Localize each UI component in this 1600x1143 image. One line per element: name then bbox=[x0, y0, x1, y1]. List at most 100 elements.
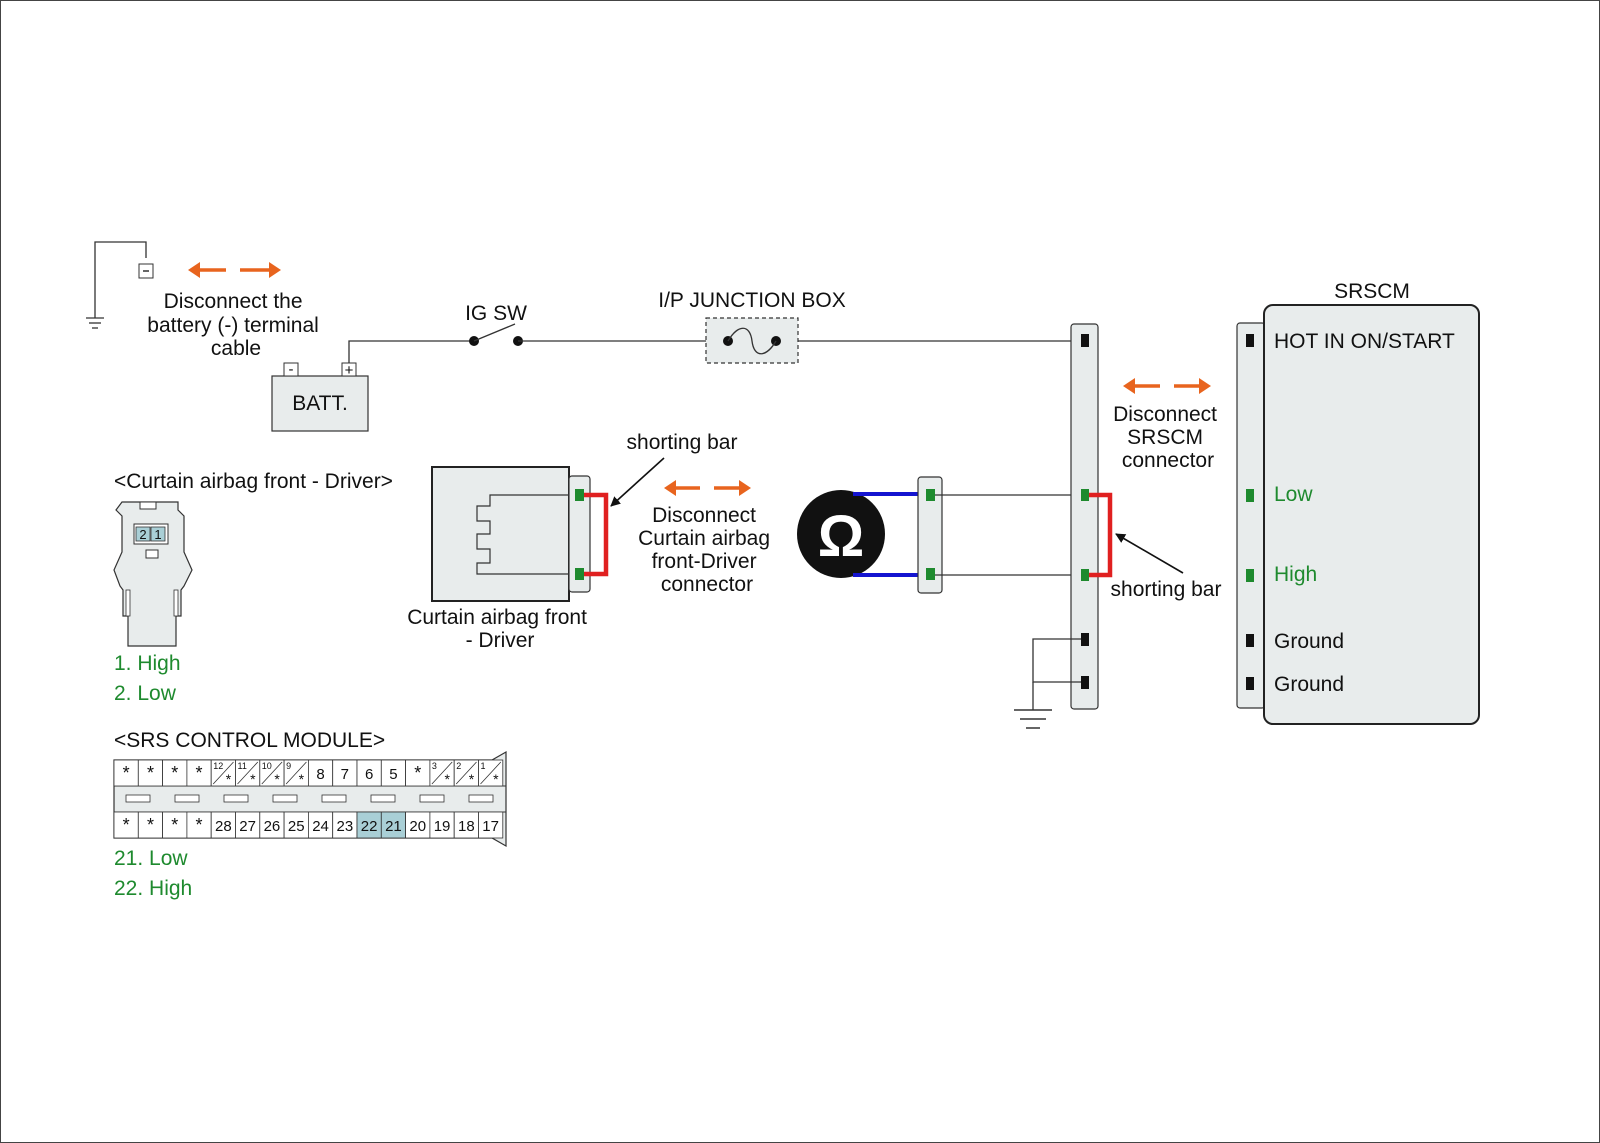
srs-pin-star: * bbox=[469, 771, 475, 787]
curtain-connector-half bbox=[568, 475, 591, 593]
srs-pin-label: * bbox=[171, 815, 178, 835]
srs-pin-label: 11 bbox=[238, 761, 247, 771]
srscm-disconnect-text: Disconnect SRSCM connector bbox=[1113, 403, 1223, 472]
srscm-harness-connector bbox=[1070, 323, 1113, 710]
srs-pin-label: 28 bbox=[215, 818, 232, 835]
srs-pin-high: 22. High bbox=[114, 877, 192, 900]
srscm-body bbox=[1263, 304, 1480, 725]
srs-pin-label: 3 bbox=[432, 761, 437, 771]
curtain-pin-2-label: 2 bbox=[139, 527, 146, 542]
curtain-pin-high: 1. High bbox=[114, 652, 181, 675]
srs-pin-label: 23 bbox=[337, 818, 354, 835]
srs-pin-cell bbox=[186, 759, 212, 787]
srs-pin-star: * bbox=[274, 771, 280, 787]
shorting-bar-label-right: shorting bar bbox=[1111, 578, 1222, 601]
srs-pin-cell bbox=[380, 811, 406, 839]
srs-latch-slot bbox=[272, 794, 298, 803]
srs-module-title: <SRS CONTROL MODULE> bbox=[114, 729, 385, 752]
srs-pin-label: * bbox=[414, 763, 421, 783]
srs-pin-label: 21 bbox=[385, 818, 402, 835]
srscm-disconnect-arrows-icon bbox=[1123, 378, 1211, 394]
srscm-terminal-ground-1: Ground bbox=[1274, 630, 1344, 653]
battery-pos-symbol: + bbox=[345, 362, 354, 379]
curtain-connector-icon: 2 1 bbox=[113, 501, 193, 647]
shorting-bar-label-left: shorting bar bbox=[627, 431, 738, 454]
srs-pin-cell bbox=[356, 811, 382, 839]
srs-latch-slot bbox=[223, 794, 249, 803]
battery-neg-symbol: - bbox=[289, 361, 294, 378]
srs-latch-slot bbox=[321, 794, 347, 803]
srscm-module bbox=[1236, 304, 1480, 725]
curtain-component-label: Curtain airbag front - Driver bbox=[407, 606, 593, 652]
squib-icon bbox=[476, 494, 580, 575]
srs-pin-cell bbox=[259, 811, 285, 839]
srs-pin-label: 8 bbox=[316, 766, 324, 783]
srscm-terminal-low: Low bbox=[1274, 483, 1313, 506]
srscm-terminal-hot-in: HOT IN ON/START bbox=[1274, 330, 1455, 353]
srs-latch-slot bbox=[370, 794, 396, 803]
junction-box bbox=[705, 317, 799, 364]
srs-pin-label: 17 bbox=[482, 818, 499, 835]
srs-pin-label: 20 bbox=[409, 818, 426, 835]
srs-latch-slot bbox=[174, 794, 200, 803]
srs-pin-label: 6 bbox=[365, 766, 373, 783]
ohmmeter: Ω bbox=[797, 490, 928, 578]
srs-pin-cell bbox=[453, 811, 479, 839]
battery-disconnect-text: Disconnect the battery (-) terminal cabl… bbox=[147, 290, 324, 360]
srs-latch-slot bbox=[419, 794, 445, 803]
srs-pin-cell bbox=[307, 811, 334, 839]
srs-pin-label: * bbox=[147, 815, 154, 835]
srs-pin-label: 7 bbox=[341, 766, 349, 783]
ig-switch-label: IG SW bbox=[465, 302, 527, 325]
srscm-terminal-ground-2: Ground bbox=[1274, 673, 1344, 696]
curtain-disconnect-text: Disconnect Curtain airbag front-Driver c… bbox=[638, 504, 776, 596]
battery-label: BATT. bbox=[292, 392, 348, 415]
srs-pin-label: 2 bbox=[456, 761, 461, 771]
power-wire bbox=[348, 340, 474, 363]
srscm-connector-half bbox=[1236, 322, 1266, 709]
srscm-title: SRSCM bbox=[1334, 280, 1410, 303]
srs-pin-label: 10 bbox=[262, 761, 272, 771]
curtain-pin-1-label: 1 bbox=[154, 527, 161, 542]
srscm-terminal-high: High bbox=[1274, 563, 1317, 586]
srs-pin-cell bbox=[332, 759, 358, 787]
srs-pin-cell bbox=[162, 759, 188, 787]
battery-box bbox=[271, 375, 369, 432]
srs-latch-slot bbox=[125, 794, 151, 803]
ohmmeter-icon bbox=[797, 490, 885, 578]
srs-pin-star: * bbox=[444, 771, 450, 787]
srs-pin-cell bbox=[186, 811, 212, 839]
curtain-airbag-title: <Curtain airbag front - Driver> bbox=[114, 470, 393, 493]
srs-pin-label: * bbox=[196, 815, 203, 835]
srs-pin-cell bbox=[137, 811, 164, 839]
ground-symbol-icon bbox=[86, 317, 104, 329]
curtain-disconnect-arrows-icon bbox=[664, 480, 751, 496]
srs-pin-label: 22 bbox=[361, 818, 378, 835]
battery-disconnect-arrows-icon bbox=[188, 262, 281, 278]
srs-latch-slot bbox=[468, 794, 494, 803]
srs-latch-row bbox=[125, 794, 494, 803]
junction-box-label: I/P JUNCTION BOX bbox=[658, 289, 845, 312]
srs-pin-cell bbox=[113, 811, 139, 839]
srs-pin-label: * bbox=[171, 763, 178, 783]
srs-pin-label: 24 bbox=[312, 818, 329, 835]
harness-connector bbox=[917, 476, 943, 594]
srs-pin-label: * bbox=[147, 763, 154, 783]
srs-pin-cell bbox=[478, 811, 504, 839]
srs-pin-cell bbox=[210, 811, 236, 839]
shorting-bar-pointer-left bbox=[610, 457, 665, 507]
srs-pin-label: 9 bbox=[286, 761, 291, 771]
curtain-airbag-module bbox=[431, 466, 609, 602]
srs-pin-star: * bbox=[493, 771, 499, 787]
srs-pin-label: 12 bbox=[213, 761, 223, 771]
srs-pin-cell bbox=[162, 811, 188, 839]
srs-pin-star: * bbox=[299, 771, 305, 787]
srs-pin-label: * bbox=[123, 815, 130, 835]
battery-ground-section bbox=[86, 241, 154, 329]
srs-pin-label: 25 bbox=[288, 818, 305, 835]
curtain-shorting-bar bbox=[584, 492, 609, 577]
